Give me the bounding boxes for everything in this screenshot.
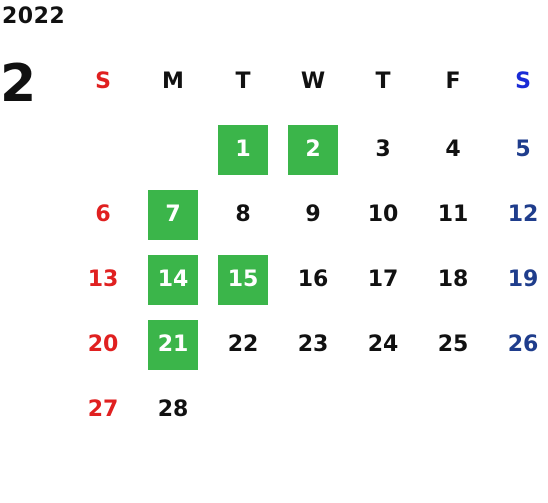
year-label: 2022 (2, 4, 66, 29)
calendar-day-8[interactable]: 8 (235, 202, 251, 227)
calendar-day-16[interactable]: 16 (297, 267, 329, 292)
calendar-day-2[interactable]: 2 (288, 125, 338, 175)
calendar-day-21[interactable]: 21 (148, 320, 198, 370)
calendar-day-24[interactable]: 24 (367, 332, 399, 357)
calendar-day-18[interactable]: 18 (437, 267, 469, 292)
calendar-day-7[interactable]: 7 (148, 190, 198, 240)
weekday-0: S (95, 69, 111, 94)
calendar-day-14[interactable]: 14 (148, 255, 198, 305)
weekday-5: F (445, 69, 461, 94)
calendar-day-19[interactable]: 19 (507, 267, 539, 292)
calendar-day-28[interactable]: 28 (157, 397, 189, 422)
calendar-day-12[interactable]: 12 (507, 202, 539, 227)
calendar-day-17[interactable]: 17 (367, 267, 399, 292)
calendar-day-13[interactable]: 13 (87, 267, 119, 292)
weekday-1: M (162, 69, 184, 94)
calendar-day-6[interactable]: 6 (95, 202, 111, 227)
calendar-day-10[interactable]: 10 (367, 202, 399, 227)
month-number: 2 (0, 54, 37, 114)
calendar-day-4[interactable]: 4 (445, 137, 461, 162)
calendar-day-20[interactable]: 20 (87, 332, 119, 357)
calendar-day-27[interactable]: 27 (87, 397, 119, 422)
weekday-3: W (300, 69, 326, 94)
calendar-day-22[interactable]: 22 (227, 332, 259, 357)
calendar-day-25[interactable]: 25 (437, 332, 469, 357)
calendar-day-3[interactable]: 3 (375, 137, 391, 162)
weekday-2: T (235, 69, 251, 94)
calendar-day-15[interactable]: 15 (218, 255, 268, 305)
calendar-day-23[interactable]: 23 (297, 332, 329, 357)
calendar-day-1[interactable]: 1 (218, 125, 268, 175)
weekday-4: T (375, 69, 391, 94)
calendar-day-26[interactable]: 26 (507, 332, 539, 357)
calendar-day-5[interactable]: 5 (515, 137, 531, 162)
weekday-6: S (515, 69, 531, 94)
calendar-day-11[interactable]: 11 (437, 202, 469, 227)
calendar-day-9[interactable]: 9 (305, 202, 321, 227)
